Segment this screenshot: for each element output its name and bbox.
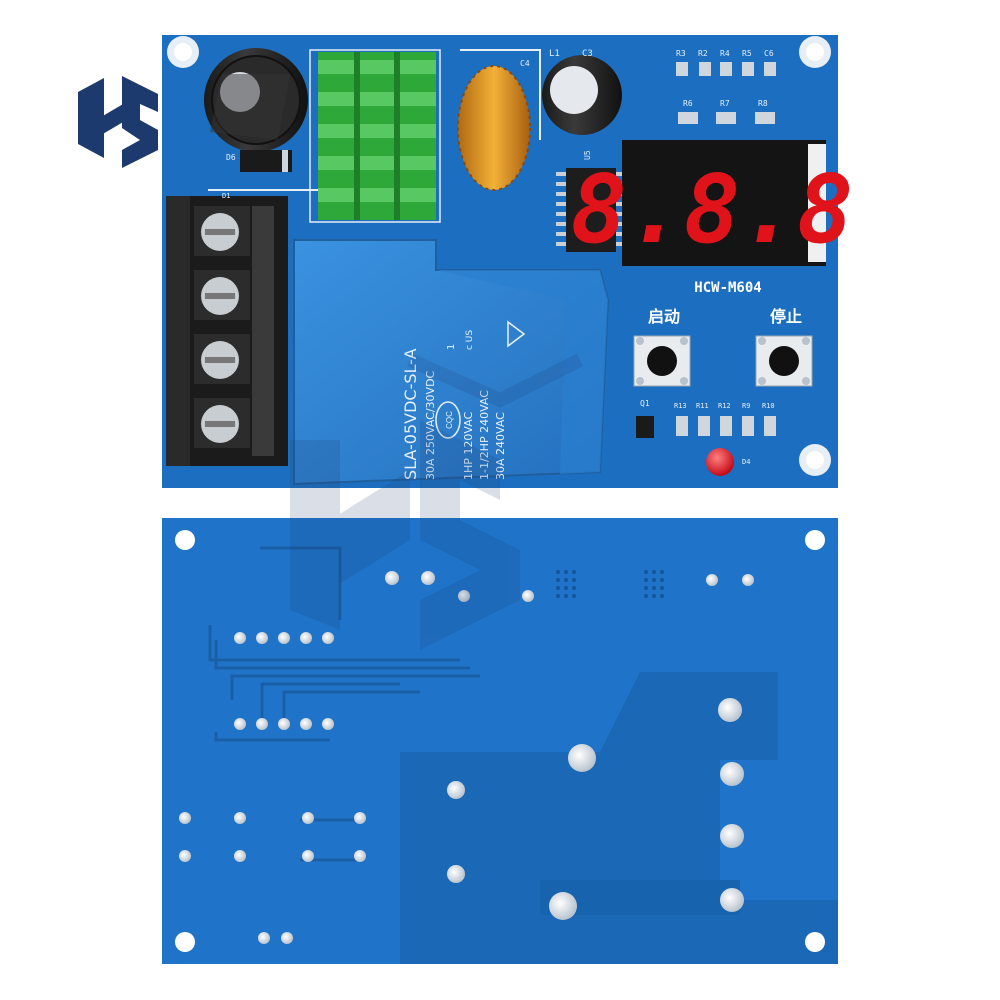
ref-c3: C3 <box>582 49 593 59</box>
via-grid <box>556 570 664 598</box>
mount-hole <box>167 36 199 68</box>
mount-hole <box>175 530 195 550</box>
mount-hole <box>799 36 831 68</box>
smd-resistor-row <box>676 62 776 124</box>
smd-resistor-row-lower <box>676 416 776 436</box>
ref-r7: R7 <box>720 99 730 108</box>
relay-ul-mark: c US <box>465 330 475 350</box>
mount-hole <box>805 932 825 952</box>
ref-r3: R3 <box>676 49 686 58</box>
small-capacitor <box>542 55 622 135</box>
pcb-traces <box>208 546 480 862</box>
start-button-label: 启动 <box>648 307 680 326</box>
mount-hole <box>175 932 195 952</box>
relay-cert: CQC <box>445 411 454 429</box>
transistor <box>636 416 654 438</box>
terminal-screw <box>194 334 250 384</box>
diode <box>240 150 292 172</box>
terminal-screw <box>194 206 250 256</box>
ref-q1: Q1 <box>640 399 650 408</box>
heatsink <box>318 52 436 220</box>
bottom-pcb <box>162 518 838 964</box>
relay-model: SLA-05VDC-SL-A <box>401 348 420 480</box>
ref-r8: R8 <box>758 99 768 108</box>
ref-u5: U5 <box>583 150 592 160</box>
power-relay: SLA-05VDC-SL-A 30A 250VAC/30VDC 1HP 120V… <box>293 239 610 486</box>
relay-rating-2: 1HP 120VAC <box>462 411 475 480</box>
cqc-mark: CQC <box>435 401 461 439</box>
relay-rating-4: 30A 240VAC <box>494 412 507 480</box>
ref-l1: L1 <box>549 49 560 59</box>
ref-c4: C4 <box>520 59 530 68</box>
relay-rating-1: 30A 250VAC/30VDC <box>424 370 437 480</box>
ref-r11: R11 <box>696 402 709 410</box>
relay-pads <box>549 698 744 920</box>
terminal-screw <box>194 398 250 448</box>
electrolytic-capacitor <box>204 48 308 152</box>
ref-d6: D6 <box>226 153 236 162</box>
brand-logo <box>68 58 168 172</box>
terminal-block <box>166 196 288 466</box>
start-button[interactable] <box>633 335 691 387</box>
ref-r9: R9 <box>742 402 750 410</box>
ref-c6: C6 <box>764 49 774 58</box>
stop-button[interactable] <box>755 335 813 387</box>
ref-r4: R4 <box>720 49 730 58</box>
ic-chip <box>556 168 626 252</box>
terminal-screw <box>194 270 250 320</box>
solder-pads <box>179 571 754 944</box>
ref-r12: R12 <box>718 402 731 410</box>
display-value: 8.8.8 <box>571 156 854 265</box>
ref-d4: D4 <box>742 458 750 466</box>
ref-r10: R10 <box>762 402 775 410</box>
mount-hole <box>805 530 825 550</box>
seven-segment-display: 8.8.8 <box>571 140 854 266</box>
ref-r2: R2 <box>698 49 708 58</box>
mount-hole <box>799 444 831 476</box>
ref-r13: R13 <box>674 402 687 410</box>
red-led <box>706 448 734 476</box>
stop-button-label: 停止 <box>770 307 802 326</box>
ref-d1: D1 <box>222 192 230 200</box>
watermark <box>290 353 584 650</box>
relay-rating-3: 1-1/2HP 240VAC <box>478 390 491 480</box>
relay-pin-number: 1 <box>446 344 457 350</box>
ref-r5: R5 <box>742 49 752 58</box>
model-label: HCW-M604 <box>694 280 761 296</box>
ref-r6: R6 <box>683 99 693 108</box>
top-pcb: D6 L1 C4 C3 <box>162 35 853 488</box>
toroid-inductor <box>457 65 531 191</box>
